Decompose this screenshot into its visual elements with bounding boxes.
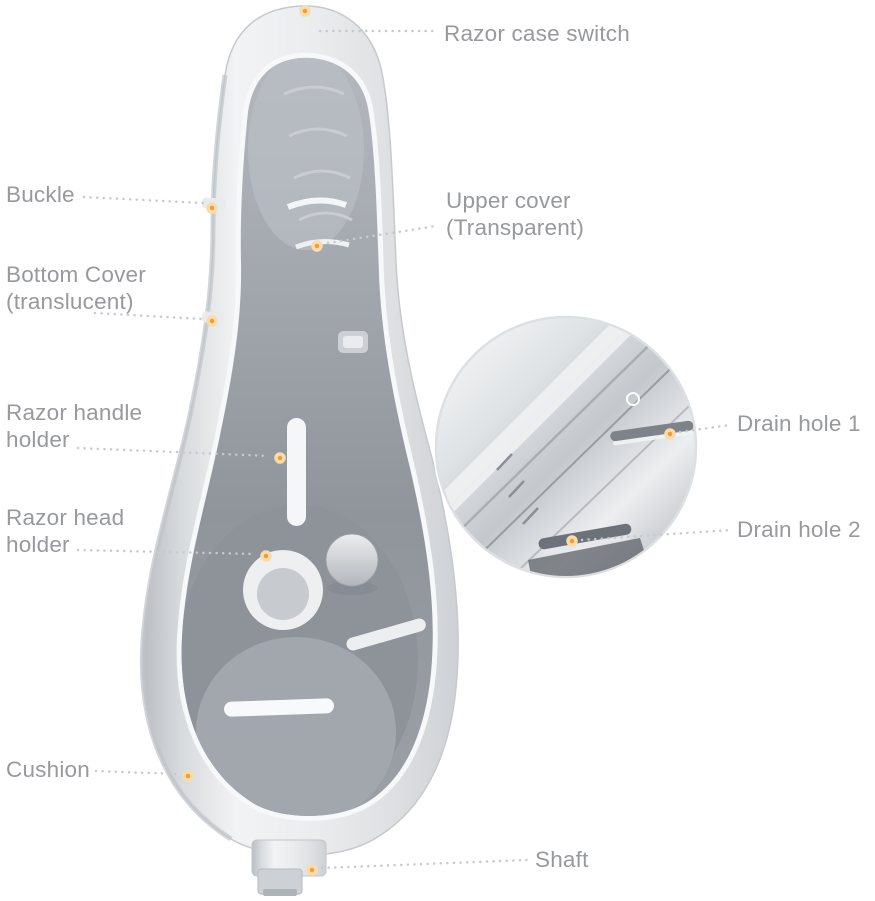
leader-bottom-cover: [93, 311, 204, 321]
marker-cushion: [182, 770, 194, 782]
switch-latch-slot: [286, 197, 348, 210]
side-vent-slot: [346, 618, 426, 651]
label-text: Upper cover: [446, 188, 571, 213]
label-text: holder: [6, 532, 70, 557]
marker-razor-handle-holder: [274, 452, 286, 464]
marker-drain-hole-2: [566, 535, 578, 547]
label-drain-hole-1: Drain hole 1: [737, 410, 861, 437]
label-drain-hole-2: Drain hole 2: [737, 516, 861, 543]
label-razor-handle-holder: Razor handle holder: [6, 399, 142, 453]
magnifier-ring: [434, 315, 698, 579]
label-text: Drain hole 2: [737, 517, 861, 542]
leader-cushion: [94, 769, 180, 776]
label-upper-cover: Upper cover (Transparent): [446, 187, 584, 241]
label-text: Razor handle: [6, 400, 143, 425]
label-text: Shaft: [535, 847, 589, 872]
leader-shaft: [320, 858, 529, 870]
magnifier-inset: [433, 314, 699, 580]
label-text: holder: [6, 427, 70, 452]
label-text: Razor case switch: [444, 21, 630, 46]
label-text: (translucent): [6, 289, 134, 314]
label-text: Cushion: [6, 757, 90, 782]
label-razor-case-switch: Razor case switch: [444, 20, 630, 47]
label-shaft: Shaft: [535, 846, 589, 873]
cushion-slot: [224, 698, 334, 717]
marker-upper-cover: [311, 240, 323, 252]
case-interior-details: [181, 57, 426, 816]
marker-shaft: [306, 864, 318, 876]
marker-razor-case-switch: [299, 5, 311, 17]
label-text: Bottom Cover: [6, 262, 146, 287]
leader-razor-handle-holder: [76, 446, 271, 458]
label-buckle: Buckle: [6, 181, 75, 208]
left-wall-edge: [139, 74, 233, 842]
marker-bottom-cover: [206, 315, 218, 327]
drain-hole-2-slot: [538, 523, 632, 555]
label-text: Razor head: [6, 505, 125, 530]
leader-lines: [76, 29, 732, 870]
label-text: Drain hole 1: [737, 411, 861, 436]
case-body: [139, 5, 459, 896]
label-bottom-cover: Bottom Cover (translucent): [6, 261, 146, 315]
label-text: Buckle: [6, 182, 75, 207]
marker-buckle: [206, 202, 218, 214]
markers: [182, 5, 676, 876]
upper-cover-edge: [295, 239, 350, 250]
label-razor-head-holder: Razor head holder: [6, 504, 124, 558]
label-cushion: Cushion: [6, 756, 90, 783]
leader-drain-hole-1: [678, 423, 732, 434]
holder-knob: [325, 533, 379, 587]
label-text: (Transparent): [446, 215, 585, 240]
marker-drain-hole-1: [664, 428, 676, 440]
marker-razor-head-holder: [260, 550, 272, 562]
razor-handle-holder-slot: [287, 418, 306, 526]
leader-buckle: [82, 195, 205, 205]
